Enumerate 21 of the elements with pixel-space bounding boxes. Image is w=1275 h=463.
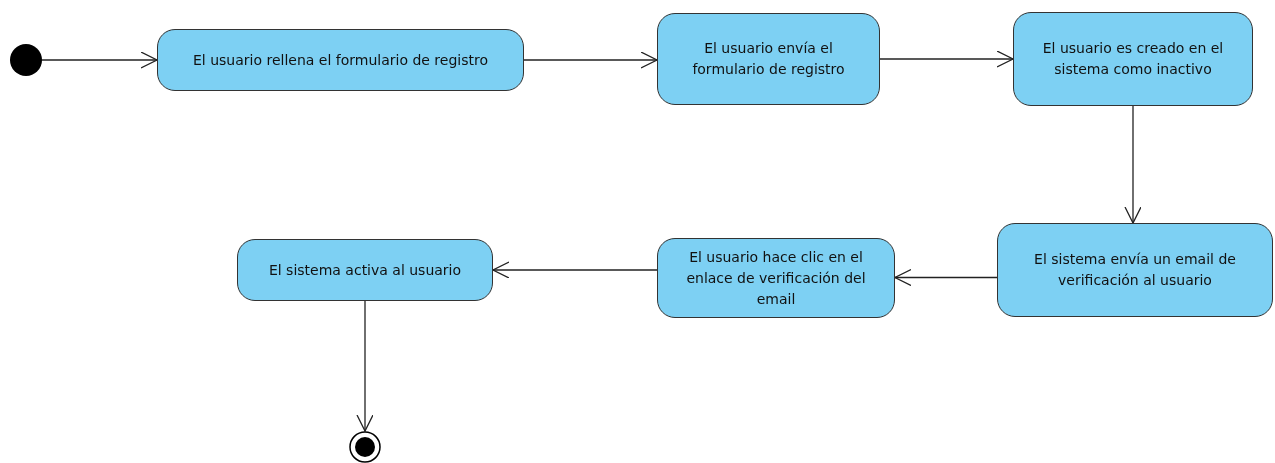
action-text: El usuario rellena el formulario de registro <box>193 50 488 70</box>
arrow <box>356 300 374 432</box>
action-text: El usuario envía el formulario de registro <box>691 39 846 79</box>
action-box <box>997 223 1273 317</box>
arrow <box>41 51 158 69</box>
arrow <box>492 261 658 279</box>
action-box <box>657 13 880 105</box>
arrow <box>523 51 658 69</box>
action-box <box>237 239 493 301</box>
final-node <box>349 431 381 463</box>
arrow <box>1124 105 1142 224</box>
arrow <box>879 50 1014 68</box>
action-box <box>157 29 524 91</box>
action-box <box>1013 12 1253 106</box>
action-text: El sistema envía un email de verificación al usuario <box>1033 250 1237 290</box>
action-text: El sistema activa al usuario <box>268 260 462 280</box>
action-text: El usuario hace clic en el enlace de verificación del email <box>685 247 867 309</box>
arrow <box>894 268 998 287</box>
initial-node <box>10 44 42 76</box>
action-text: El usuario es creado en el sistema como inactivo <box>1041 39 1225 79</box>
action-box <box>657 238 895 318</box>
